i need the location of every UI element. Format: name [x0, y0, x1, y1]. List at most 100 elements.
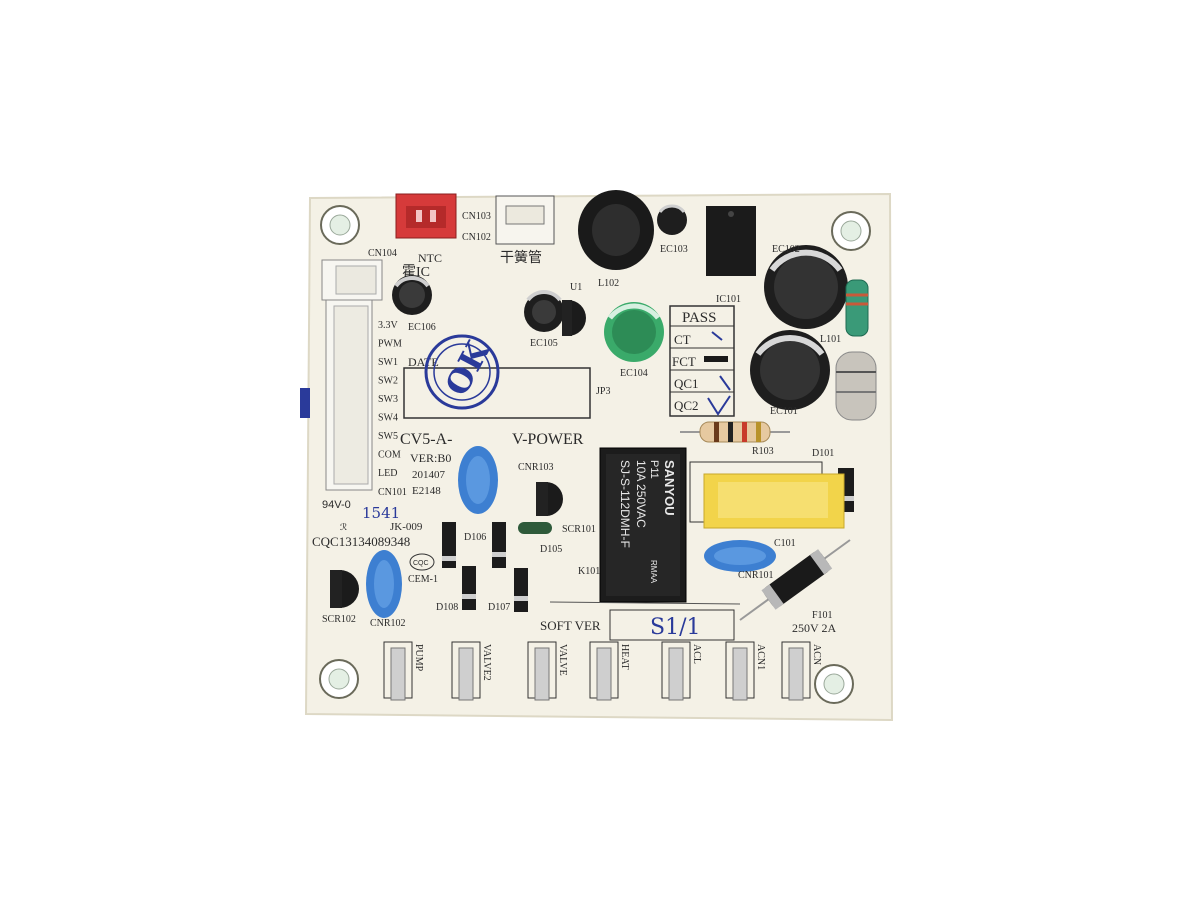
terminal-valve2: [451, 641, 481, 701]
date-label: DATE: [408, 355, 439, 369]
pass-ink-marks: [704, 331, 731, 416]
diode-d105: [492, 522, 506, 568]
relay-model: SJ-S-112DMH-F: [618, 460, 632, 548]
ok-stamp: [424, 334, 500, 410]
d105-label: D105: [540, 544, 562, 555]
resistor-r103: [680, 421, 790, 443]
pass-row-fct: FCT: [672, 354, 696, 369]
relay-side-code: RMAA: [649, 560, 658, 584]
capacitor-ec102: [764, 245, 848, 329]
cn102-label: CN102: [462, 232, 491, 243]
mounting-hole-top-left: [320, 205, 360, 245]
pass-table: [669, 305, 735, 417]
ec103-label: EC103: [660, 244, 688, 255]
terminal-label-heat: HEAT: [619, 644, 630, 670]
pass-label: PASS: [682, 310, 716, 326]
date-code-1: 201407: [412, 469, 446, 481]
ec101-label: EC101: [770, 406, 798, 417]
ec105-label: EC105: [530, 338, 558, 349]
relay-rating: 10A 250VAC: [634, 460, 648, 528]
side-connector-cn101: [325, 299, 373, 491]
inductor-l102: [578, 190, 654, 270]
connector-pin-label: SW4: [378, 413, 398, 424]
diode-d107: [514, 568, 528, 612]
soft-ver-value: S1/1: [650, 615, 700, 640]
soft-ver-underline: [549, 601, 741, 605]
varistor-cnr102: [366, 550, 402, 618]
terminal-acn: [781, 641, 811, 701]
connector-pin-label: 3.3V: [378, 320, 399, 331]
inductor-l101: [845, 279, 869, 337]
r103-label: R103: [752, 446, 774, 457]
ec106-label: EC106: [408, 322, 436, 333]
date-code-2: E2148: [412, 485, 441, 497]
fuse-f101: [739, 539, 851, 621]
capacitor-ec104: [604, 302, 664, 362]
mounting-hole-bottom-right: [814, 664, 854, 704]
terminal-label-valve2: VALVE2: [481, 644, 492, 681]
ic101-chip: [706, 206, 756, 276]
diode-d108: [462, 566, 476, 610]
f101-label: F101: [812, 610, 833, 621]
terminal-acl: [661, 641, 691, 701]
cqc-mark: CQC: [413, 560, 429, 567]
cnr102-label: CNR102: [370, 618, 406, 629]
connector-pin-label: SW1: [378, 357, 398, 368]
diode-d106: [442, 522, 456, 568]
ink-mark: [300, 388, 310, 418]
terminal-label-acl: ACL: [691, 644, 702, 664]
d107-label: D107: [488, 602, 510, 613]
flammability-label: 94V-0: [322, 499, 351, 511]
capacitor-ec105: [524, 290, 564, 332]
capacitor-ec106: [392, 275, 432, 315]
cn103-label: CN103: [462, 211, 491, 222]
d101-label: D101: [812, 448, 834, 459]
model-label-head: CV5-A-: [400, 431, 452, 448]
reed-switch-connector: [495, 195, 555, 245]
l102-label: L102: [598, 278, 619, 289]
terminal-label-acn: ACN: [811, 644, 822, 665]
ntc-label: NTC: [418, 251, 442, 265]
capacitor-c101: [689, 461, 845, 529]
cem-label: CEM-1: [408, 574, 438, 585]
batch-number: 1541: [362, 504, 400, 522]
varistor-cnr101: [704, 540, 776, 572]
varistor-cnr103: [458, 446, 498, 514]
d108-label: D108: [436, 602, 458, 613]
terminal-label-acn1: ACN1: [755, 644, 766, 670]
jumper-green: [518, 522, 552, 534]
relay-k101: [599, 447, 687, 603]
connector-pin-label: COM: [378, 450, 401, 461]
ntc-connector: [395, 193, 457, 239]
ic101-label: IC101: [716, 294, 741, 305]
ul-mark: ℛ: [340, 522, 347, 532]
capacitor-ec103: [657, 204, 687, 235]
cqc-mark-outline: [409, 553, 435, 571]
scr101-label: SCR101: [562, 524, 596, 535]
scr101: [536, 482, 563, 516]
soft-ver-label: SOFT VER: [540, 618, 601, 633]
cn104-label: CN104: [368, 248, 397, 259]
k101-label: K101: [578, 566, 600, 577]
cnr101-label: CNR101: [738, 570, 774, 581]
power-resistor: [835, 351, 877, 421]
relay-code: P11: [648, 460, 660, 479]
terminal-heat: [589, 641, 619, 701]
jp3-label: JP3: [596, 386, 610, 397]
model-label-tail: V-POWER: [512, 431, 584, 448]
connector-pin-label: SW3: [378, 394, 398, 405]
connector-pin-label: PWM: [378, 339, 402, 350]
cnr103-label: CNR103: [518, 462, 554, 473]
ec102-label: EC102: [772, 244, 800, 255]
l101-label: L101: [820, 334, 841, 345]
mounting-hole-bottom-left: [319, 659, 359, 699]
pass-row-qc2: QC2: [674, 398, 699, 413]
circuit-board: [304, 192, 894, 722]
relay-brand: SANYOU: [662, 460, 677, 516]
d106-label: D106: [464, 532, 486, 543]
certificate-number: CQC13134089348: [312, 534, 410, 549]
u1-label: U1: [570, 282, 582, 293]
scr102-label: SCR102: [322, 614, 356, 625]
